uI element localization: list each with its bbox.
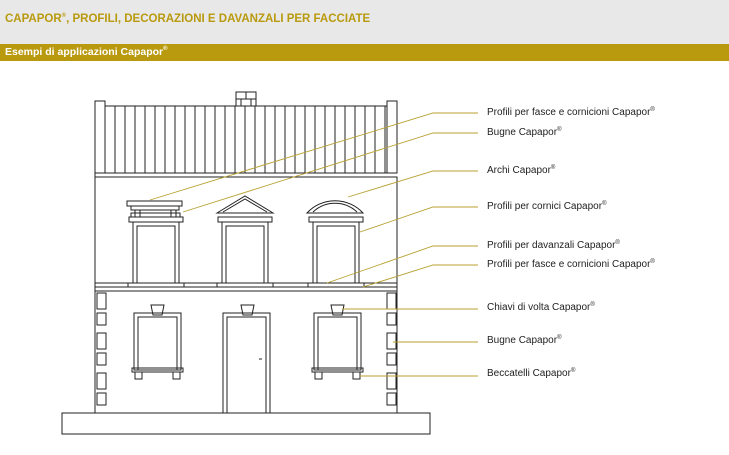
quoin: [96, 392, 107, 406]
label-bugne-top: Bugne Capapor®: [487, 127, 562, 138]
pediment-band: [130, 212, 181, 218]
base: [61, 412, 431, 435]
keystone: [150, 304, 165, 316]
lower-window-frame: [137, 316, 178, 371]
chimney-bricks: [236, 92, 256, 106]
leader-line: [359, 206, 478, 233]
lower-window-left: [133, 312, 182, 371]
leader-line: [149, 112, 478, 201]
corbel: [134, 371, 143, 380]
window-cornice: [217, 216, 273, 223]
corbel: [352, 371, 361, 380]
label-profili-fasce-top: Profili per fasce e cornicioni Capapor®: [487, 107, 655, 118]
quoin: [386, 312, 397, 326]
quoin: [96, 372, 107, 390]
leader-line: [362, 264, 478, 288]
label-bugne-bottom: Bugne Capapor®: [487, 335, 562, 346]
keystone: [240, 304, 255, 316]
corbel: [314, 371, 323, 380]
label-chiavi-volta: Chiavi di volta Capapor®: [487, 302, 595, 313]
window-sill: [131, 367, 184, 373]
cornice-band-lower: [94, 286, 398, 292]
pediment-band: [130, 205, 180, 211]
label-profili-fasce-bottom: Profili per fasce e cornicioni Capapor®: [487, 259, 655, 270]
roof-tiles: [114, 106, 386, 173]
upper-window-frame: [136, 225, 176, 284]
roof: [94, 105, 397, 178]
window-sill: [307, 282, 365, 288]
keystone: [330, 304, 345, 316]
section-bar: Esempi di applicazioni Capapor®: [0, 44, 729, 61]
quoin: [386, 292, 397, 310]
header: CAPAPOR®, PROFILI, DECORAZIONI E DAVANZA…: [0, 0, 729, 44]
window-sill: [216, 282, 274, 288]
window-cornice: [128, 216, 184, 223]
door-frame: [222, 312, 271, 414]
lower-window-frame: [317, 316, 358, 371]
quoin: [96, 332, 107, 350]
leader-line: [326, 245, 478, 284]
label-profili-cornici: Profili per cornici Capapor®: [487, 201, 607, 212]
arched-pediment: [305, 200, 365, 214]
window-cornice: [308, 216, 364, 223]
roof-pillar-left: [94, 100, 106, 174]
flat-pediment: [126, 200, 183, 207]
quoin: [386, 372, 397, 390]
leader-line: [182, 132, 478, 213]
upper-window-frame: [225, 225, 265, 284]
window-sill: [311, 367, 364, 373]
quoin: [96, 352, 107, 366]
window-sill: [127, 282, 185, 288]
section-title: Esempi di applicazioni Capapor®: [5, 46, 168, 58]
label-beccatelli: Beccatelli Capapor®: [487, 368, 576, 379]
cornice-band: [94, 282, 398, 288]
triangular-pediment: [215, 195, 275, 214]
quoin: [96, 312, 107, 326]
upper-window-left: [132, 221, 180, 284]
label-profili-davanzali: Profili per davanzali Capapor®: [487, 240, 620, 251]
quoin: [386, 392, 397, 406]
quoin: [96, 292, 107, 310]
quoin: [386, 332, 397, 350]
quoin: [386, 352, 397, 366]
label-archi: Archi Capapor®: [487, 165, 556, 176]
door: [226, 316, 267, 414]
upper-window-frame: [316, 225, 356, 284]
leader-line: [347, 170, 478, 198]
page-title: CAPAPOR®, PROFILI, DECORAZIONI E DAVANZA…: [5, 13, 371, 25]
corbel: [172, 371, 181, 380]
lower-window-right: [313, 312, 362, 371]
upper-window-middle: [221, 221, 269, 284]
roof-pillar-right: [386, 100, 398, 174]
